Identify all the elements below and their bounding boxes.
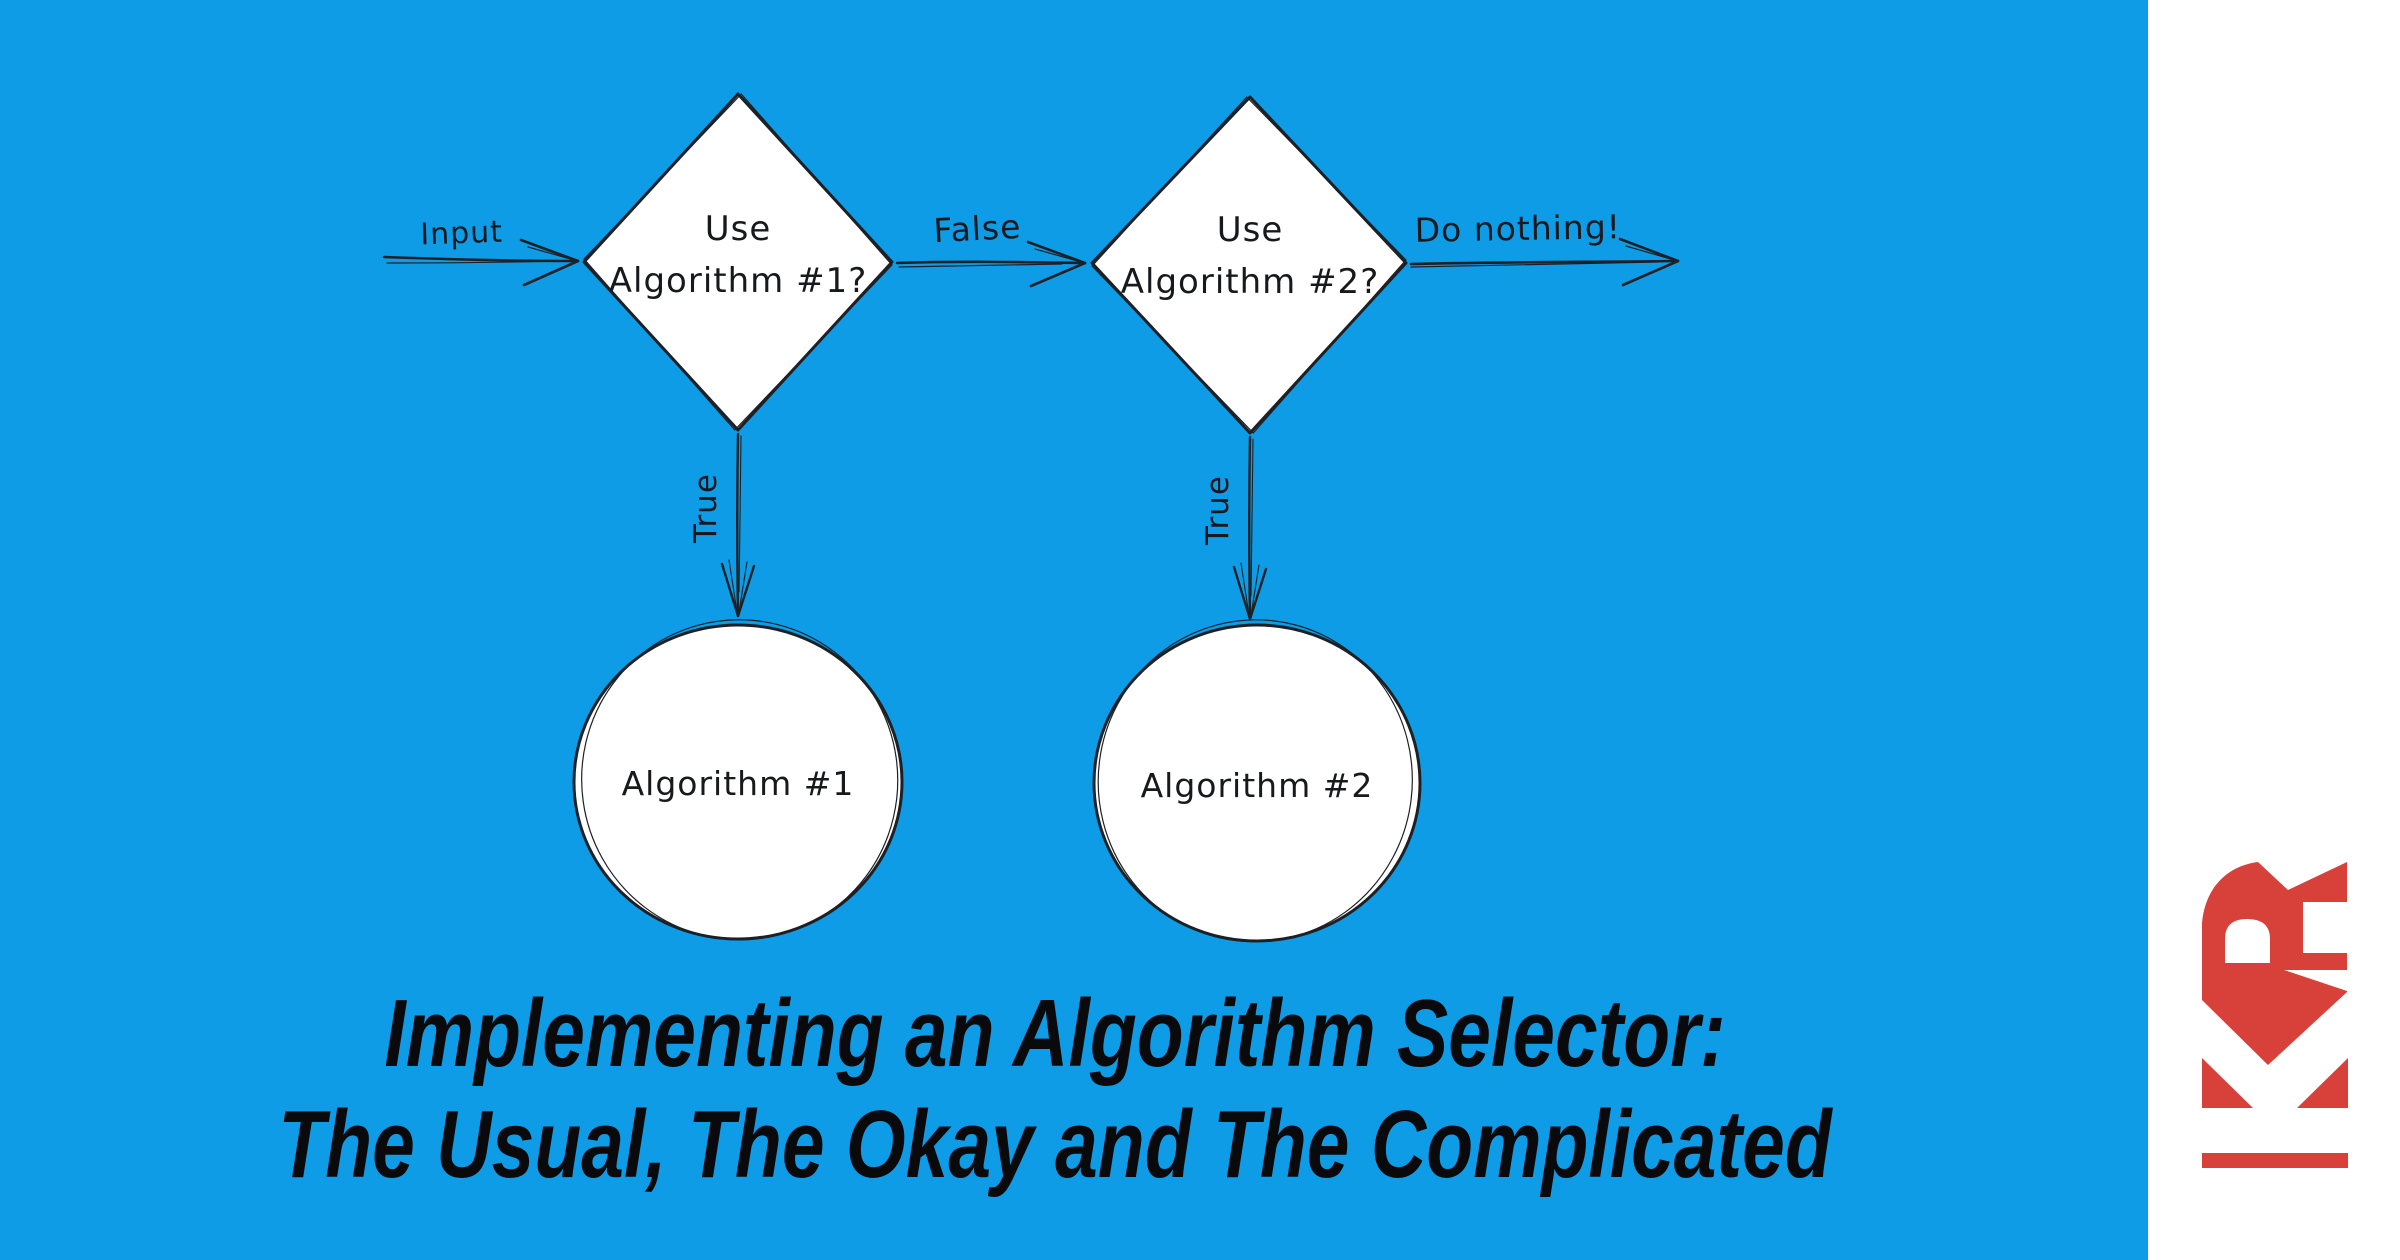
flow-arrow-false (895, 240, 1087, 288)
process-1-label: Algorithm #1 (622, 764, 855, 803)
logo-r-notch (2303, 902, 2347, 953)
edge-label-do-nothing: Do nothing! (1414, 207, 1621, 250)
decision-2-label-line-2: Algorithm #2? (1121, 262, 1380, 302)
edge-label-true-1: True (688, 473, 724, 544)
process-2-label: Algorithm #2 (1141, 766, 1374, 805)
flow-arrow-input (382, 238, 580, 287)
decision-diamond-1-sketch-stroke (583, 93, 893, 431)
process-circle-2 (1092, 623, 1422, 943)
right-sidebar (2148, 0, 2400, 1260)
decision-1-label-line-2: Algorithm #1? (609, 261, 868, 301)
decision-2-label-line-1: Use (1217, 210, 1284, 250)
decision-diamond-2-sketch-stroke (1091, 96, 1407, 434)
flow-arrow-true-1 (720, 432, 756, 618)
title-block: Implementing an Algorithm Selector: The … (211, 978, 1899, 1201)
flowchart-diagram: Input False Do nothing! True True Use Al… (382, 92, 1680, 943)
flow-arrow-do-nothing (1409, 237, 1680, 287)
logo-bar (2202, 1153, 2348, 1168)
process-circle-2-sketch-stroke (1097, 619, 1413, 943)
title-line-2: The Usual, The Okay and The Complicated (278, 1091, 1832, 1199)
edge-label-false: False (933, 207, 1023, 251)
process-circle-1-sketch-stroke (581, 619, 899, 941)
title-line-1: Implementing an Algorithm Selector: (384, 980, 1726, 1087)
logo-r-gap (2284, 970, 2347, 991)
blue-panel: Input False Do nothing! True True Use Al… (0, 0, 2148, 1260)
logo-r-counter (2225, 919, 2270, 963)
kr-logo (2202, 862, 2348, 1168)
logo-letter-k-left-arm (2202, 1058, 2253, 1108)
decision-1-label-line-1: Use (705, 209, 772, 249)
edge-label-true-2: True (1200, 475, 1236, 546)
process-circle-1 (572, 623, 904, 941)
edge-label-input: Input (420, 215, 504, 253)
flow-arrow-true-2 (1232, 435, 1268, 621)
logo-letter-k-right-arm (2297, 1058, 2348, 1108)
logo-letter-r (2202, 862, 2347, 1065)
